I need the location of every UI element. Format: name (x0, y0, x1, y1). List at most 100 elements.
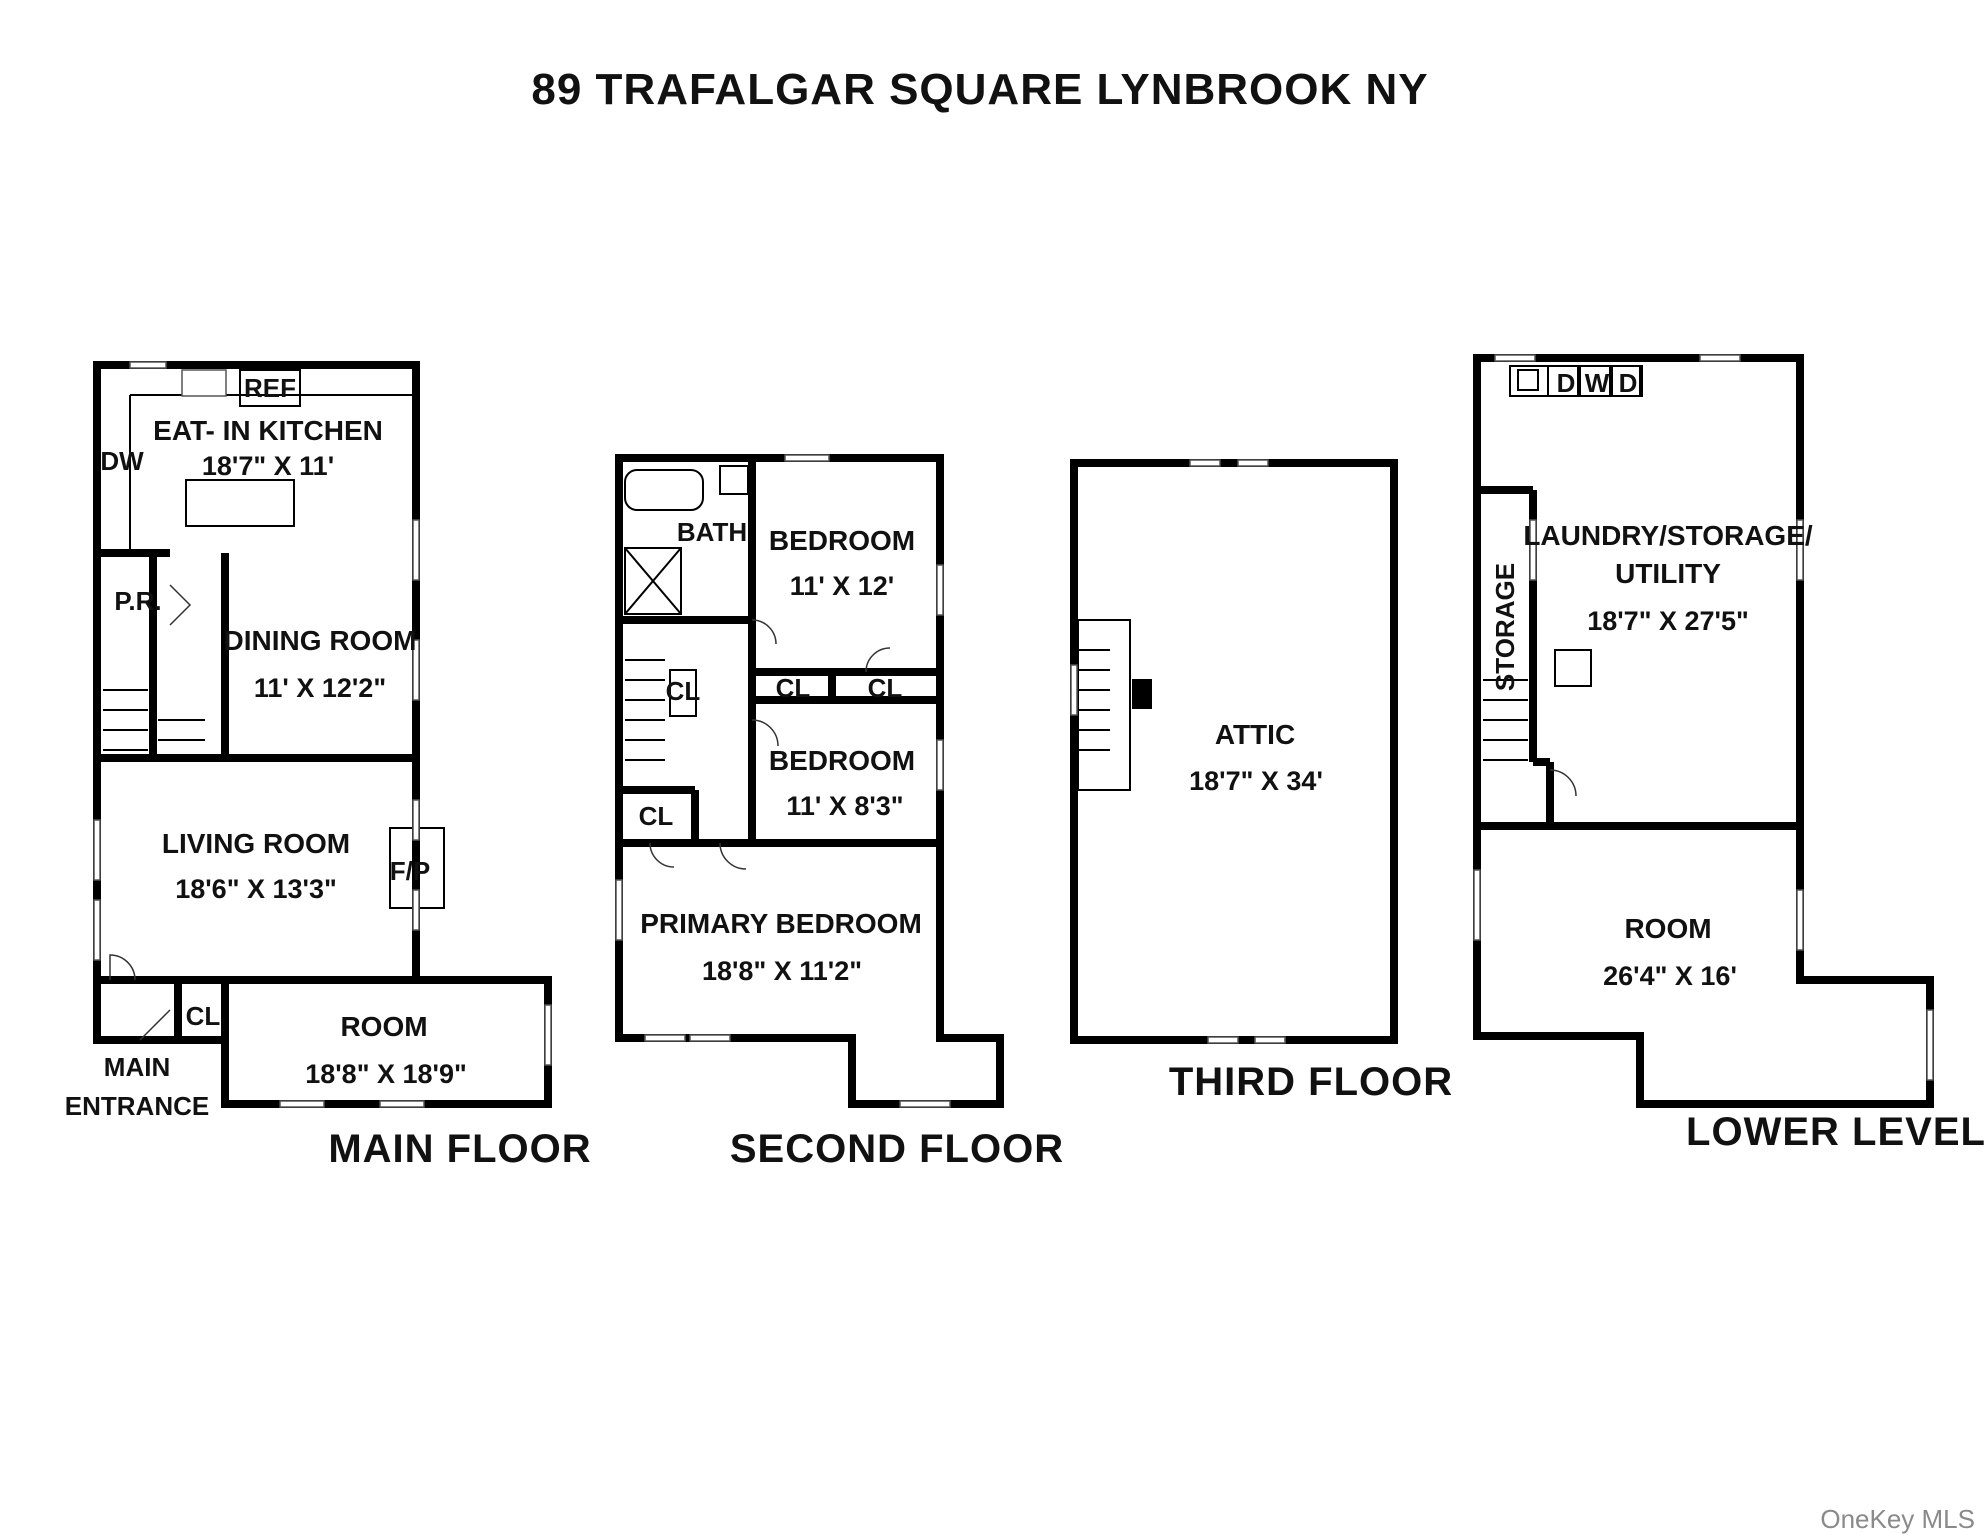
stove-icon (181, 369, 227, 397)
window (1189, 459, 1221, 467)
lower-room-name: ROOM (1624, 913, 1711, 944)
primary-bedroom-dims: 18'8" X 11'2" (702, 956, 862, 986)
window (129, 361, 167, 369)
window (412, 639, 420, 701)
closet-label: CL (639, 801, 674, 831)
bathtub-icon (624, 469, 704, 511)
kitchen-dims: 18'7" X 11' (202, 451, 334, 481)
laundry-dims: 18'7" X 27'5" (1587, 606, 1749, 636)
window (899, 1100, 951, 1108)
stairs-icon (103, 689, 205, 751)
attic-dims: 18'7" X 34' (1189, 766, 1323, 796)
second-floor-label: SECOND FLOOR (730, 1127, 1064, 1171)
window (412, 889, 420, 931)
dining-room-name: DINING ROOM (224, 625, 417, 656)
dryer-label: D (1619, 368, 1638, 398)
stairs-icon (1077, 619, 1131, 791)
lower-level-plan: D W D STORAGE LAUNDRY/STORAGE/ UTILITY 1… (1473, 354, 1986, 1154)
third-floor-label: THIRD FLOOR (1169, 1060, 1453, 1104)
living-room-dims: 18'6" X 13'3" (175, 874, 337, 904)
main-floor-plan: REF DW P.R. F/P CL EAT- IN KITCHEN 18'7"… (65, 361, 591, 1171)
chimney-block (1132, 679, 1152, 709)
room-dims: 18'8" X 18'9" (305, 1059, 467, 1089)
watermark: OneKey MLS (1820, 1504, 1975, 1534)
door-swing (751, 719, 779, 747)
refrigerator-icon (239, 369, 301, 407)
stairs-icon (1483, 679, 1528, 761)
attic-name: ATTIC (1215, 719, 1295, 750)
stairs-icon (625, 659, 665, 761)
bedroom2-name: BEDROOM (769, 745, 915, 776)
main-floor-label: MAIN FLOOR (328, 1127, 591, 1171)
window (379, 1100, 425, 1108)
window (689, 1034, 731, 1042)
window (279, 1100, 325, 1108)
shower-icon (624, 547, 682, 615)
dryer-icon (1611, 365, 1643, 397)
dryer-label: D (1557, 368, 1576, 398)
dining-room-dims: 11' X 12'2" (254, 673, 386, 703)
washer-label: W (1585, 368, 1610, 398)
window (1473, 869, 1481, 941)
main-entrance-line2: ENTRANCE (65, 1091, 209, 1121)
ref-label: REF (244, 373, 296, 403)
window (936, 564, 944, 616)
door-swing (865, 647, 891, 673)
kitchen-name: EAT- IN KITCHEN (153, 415, 383, 446)
dryer-icon (1547, 365, 1579, 397)
closet-box (669, 669, 697, 717)
window (1494, 354, 1536, 362)
window (1926, 1009, 1934, 1081)
door-swing (751, 619, 777, 645)
door-swing (139, 1009, 171, 1041)
window (93, 899, 101, 961)
utility-unit (1554, 649, 1592, 687)
bath-name: BATH (677, 517, 747, 547)
window (1699, 354, 1741, 362)
door-swing (649, 842, 675, 868)
washer-icon (1579, 365, 1611, 397)
sink-icon (719, 465, 749, 495)
laundry-line1: LAUNDRY/STORAGE/ (1523, 520, 1813, 551)
window (1207, 1036, 1239, 1044)
third-floor-plan: ATTIC 18'7" X 34' THIRD FLOOR (1070, 459, 1453, 1104)
window (412, 799, 420, 841)
second-floor-plan: BATH CL CL CL CL BEDROOM 11' X 12' BEDRO… (615, 454, 1064, 1171)
window (936, 739, 944, 791)
window (1254, 1036, 1286, 1044)
room-name: ROOM (340, 1011, 427, 1042)
lower-level-label: LOWER LEVEL (1686, 1110, 1986, 1154)
window (1237, 459, 1269, 467)
bedroom1-dims: 11' X 12' (790, 571, 894, 601)
window (615, 879, 623, 941)
window (784, 454, 830, 462)
window (544, 1004, 552, 1066)
laundry-line2: UTILITY (1615, 558, 1721, 589)
window (1796, 519, 1804, 581)
sink-icon (1517, 369, 1539, 391)
storage-name: STORAGE (1490, 563, 1520, 691)
lower-room-dims: 26'4" X 16' (1603, 961, 1737, 991)
window (1070, 664, 1078, 716)
living-room-name: LIVING ROOM (162, 828, 350, 859)
dishwasher-label: DW (100, 446, 144, 476)
door-swing (109, 954, 136, 981)
bedroom1-name: BEDROOM (769, 525, 915, 556)
window (1796, 889, 1804, 951)
kitchen-island (185, 479, 295, 527)
page-title: 89 TRAFALGAR SQUARE LYNBROOK NY (531, 65, 1428, 114)
bedroom2-dims: 11' X 8'3" (786, 791, 903, 821)
closet-label: CL (776, 673, 811, 703)
window (1529, 519, 1537, 581)
door-swing (1549, 769, 1577, 797)
window (644, 1034, 686, 1042)
closet-label: CL (186, 1001, 221, 1031)
closet-label: CL (868, 673, 903, 703)
door-swing (719, 842, 747, 870)
powder-room-label: P.R. (114, 586, 161, 616)
lower-level-outline (1473, 354, 1934, 1108)
fireplace-label: F/P (390, 856, 430, 886)
closet-label: CL (666, 676, 701, 706)
window (412, 519, 420, 581)
